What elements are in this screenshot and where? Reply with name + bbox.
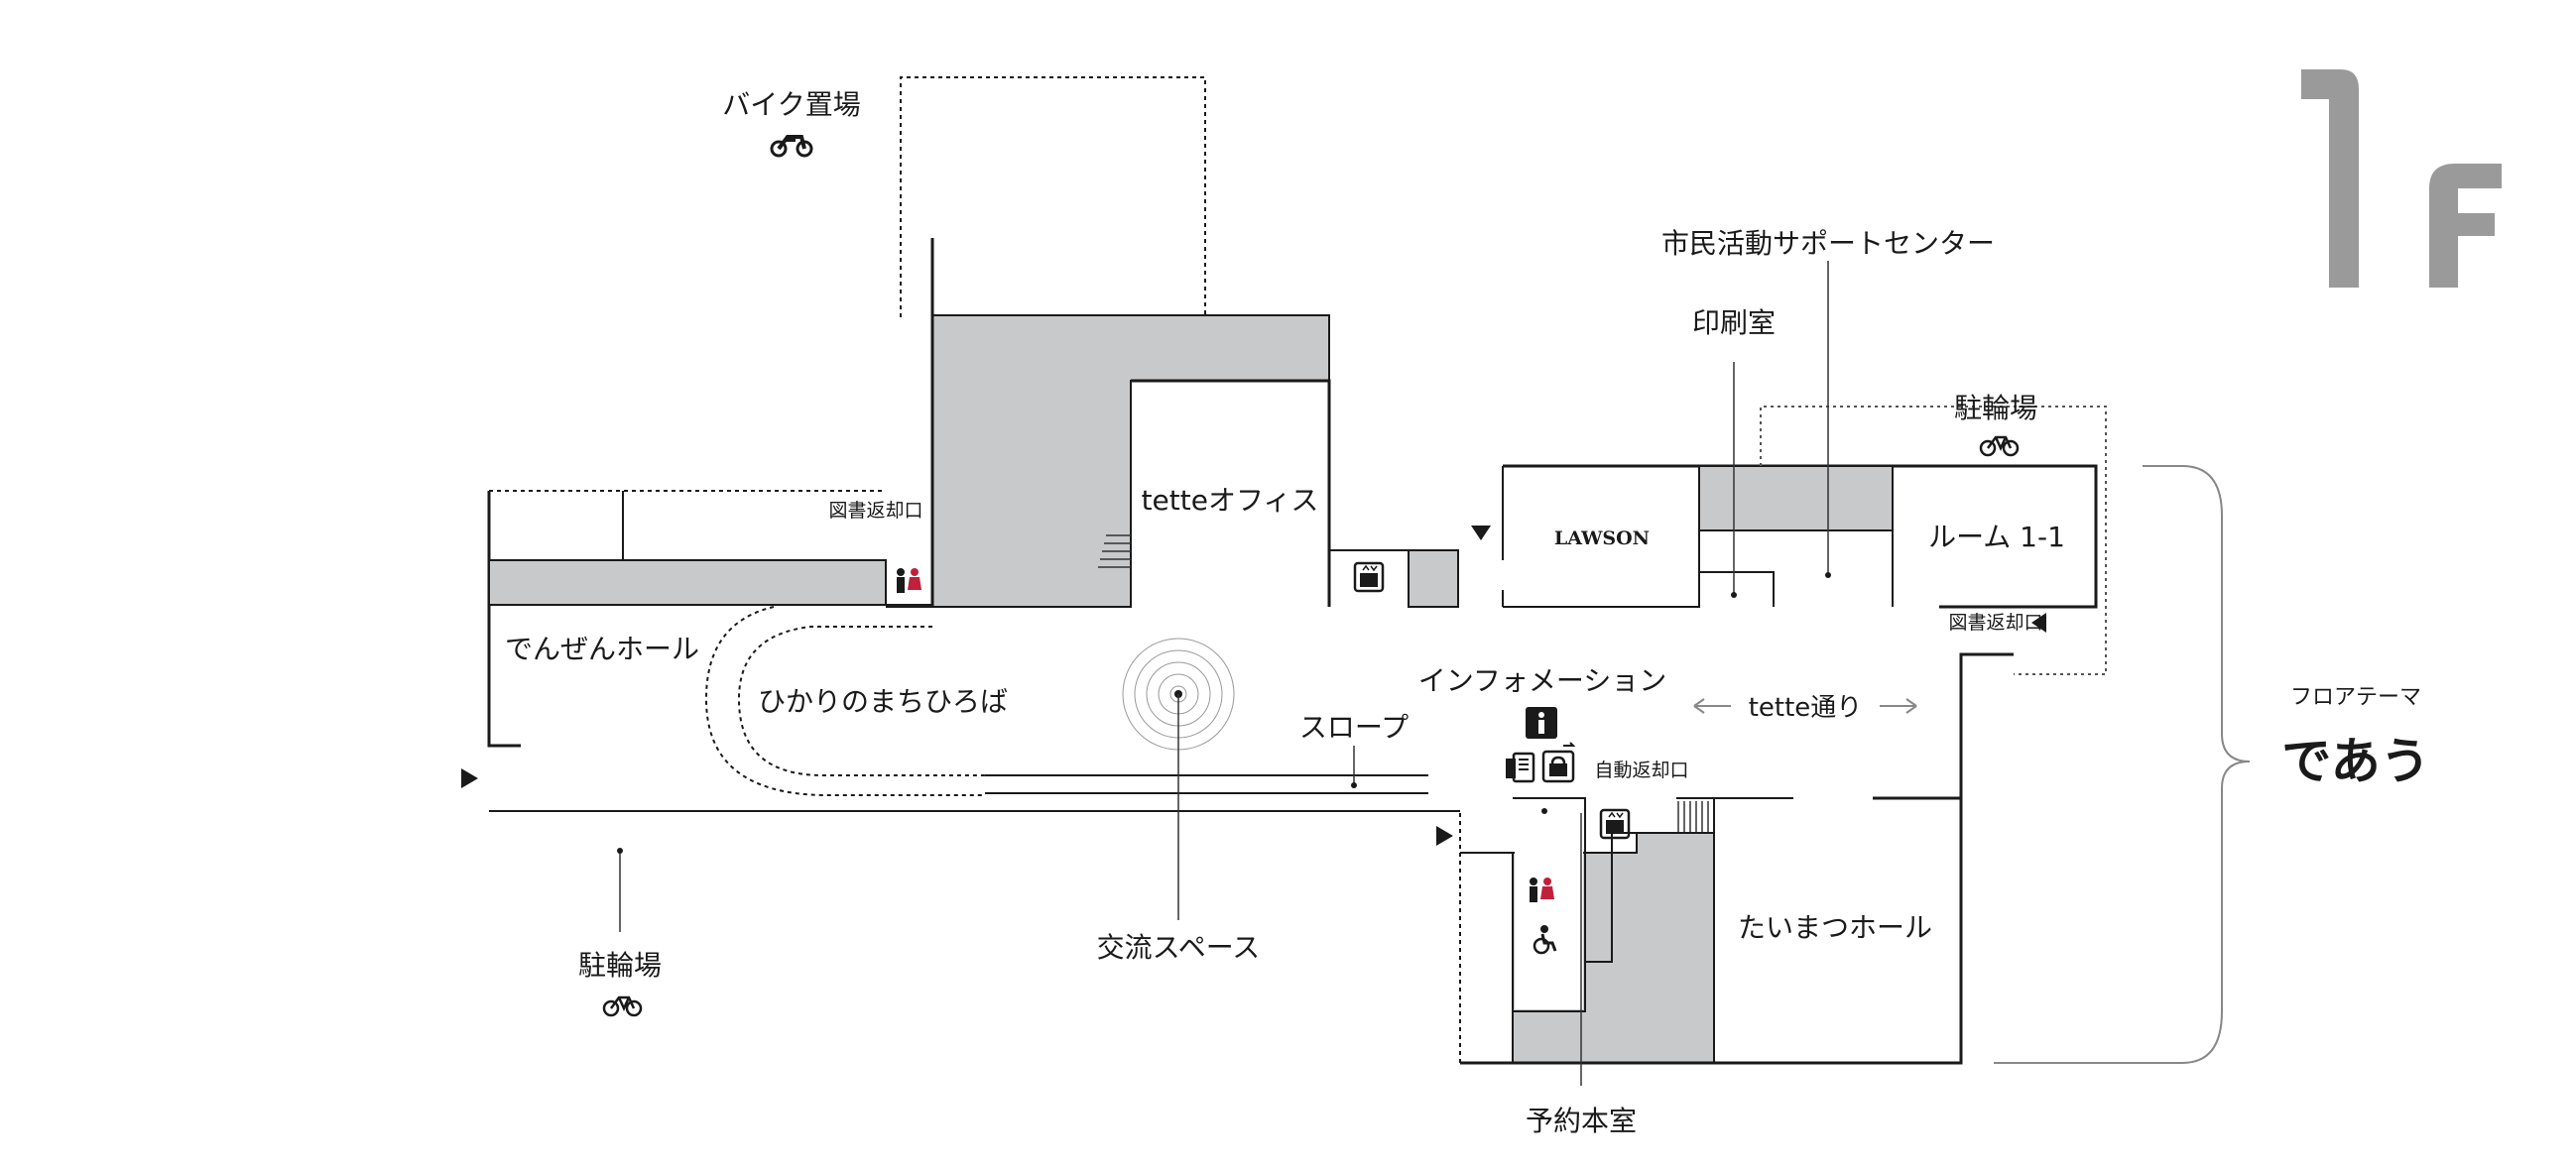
left-corridor-block: [488, 559, 887, 606]
book-return-right-label: 図書返却口: [1948, 612, 2042, 634]
restroom-corridor: [1585, 832, 1637, 963]
reservation-room-label: 予約本室: [1526, 1105, 1637, 1137]
stairs-right: [1677, 801, 1709, 833]
restroom-icon: [897, 568, 921, 593]
information-label: インフォメーション: [1418, 664, 1667, 697]
bicycle-parking-top-zone: [1760, 406, 2107, 675]
floor-theme-label: フロアテーマ: [2290, 685, 2421, 710]
restroom-icon: [1530, 878, 1554, 902]
bicycle-icon: [602, 995, 643, 1017]
support-center-wall: [1699, 466, 1894, 607]
entrance-arrows: [461, 526, 2046, 846]
information-icon[interactable]: [1526, 707, 1557, 739]
locker-icon: [1541, 742, 1576, 783]
bike-parking-zone: [900, 76, 1206, 317]
bicycle-parking-dot: [617, 848, 623, 854]
reservation-room-outline: [1513, 797, 1586, 1012]
motorcycle-icon: [770, 135, 813, 158]
bicycle-parking-bottom-label: 駐輪場: [578, 949, 662, 982]
room-label[interactable]: ルーム 1-1: [1928, 521, 2065, 553]
print-room-block: [1698, 465, 1894, 531]
floor-number: [2301, 69, 2502, 288]
central-gray-block: [931, 314, 1330, 608]
slope-label: スロープ: [1299, 711, 1409, 744]
left-dashed-edge: [1459, 813, 1513, 1064]
bike-parking-label: バイク置場: [722, 88, 860, 121]
reservation-dot: [1541, 808, 1547, 814]
citizen-center-label: 市民活動サポートセンター: [1661, 227, 1995, 260]
tette-street-arrows: [1693, 698, 1917, 714]
book-machine-icon: [1506, 752, 1535, 783]
auto-return-label: 自動返却口: [1594, 760, 1688, 781]
taimatsu-hall-wall: [1714, 652, 2014, 1065]
left-wing-inner: [885, 560, 932, 606]
floor-theme-value: であう: [2281, 733, 2430, 790]
bicycle-icon: [1979, 435, 2020, 457]
left-wing-wall: [487, 491, 521, 748]
print-room-dot: [1731, 592, 1737, 598]
book-return-left-label: 図書返却口: [828, 500, 922, 522]
bicycle-parking-top-label: 駐輪場: [1954, 392, 2037, 424]
slope-dot: [1351, 782, 1357, 788]
print-room-label: 印刷室: [1692, 306, 1776, 339]
restroom-block: [1515, 801, 1583, 1009]
support-center-dot: [1825, 572, 1831, 578]
floor-theme-brace: [1994, 465, 2251, 1064]
walkway-line-2: [985, 774, 1428, 794]
reservation-room-block: [1460, 832, 1715, 1064]
tette-street-label: tette通り: [1749, 693, 1863, 723]
leader-lines: [619, 261, 1829, 1086]
office-annex-block: [1408, 549, 1459, 608]
elevator-icon: [1599, 808, 1631, 840]
exchange-space-label: 交流スペース: [1097, 931, 1261, 964]
taimatsu-hall-label[interactable]: たいまつホール: [1738, 911, 1932, 944]
lawson-label[interactable]: LAWSON: [1554, 527, 1650, 549]
tette-office-room: [1131, 379, 1331, 607]
elevator-icon: [1353, 561, 1385, 593]
hikari-plaza-label: ひかりのまちひろば: [758, 685, 1008, 718]
stairs-left: [1098, 534, 1131, 568]
tette-office-label: tetteオフィス: [1142, 484, 1319, 517]
denzen-hall-label[interactable]: でんぜんホール: [505, 633, 699, 665]
plaza-path-outer: [704, 606, 985, 796]
wheelchair-icon: [1533, 925, 1557, 955]
